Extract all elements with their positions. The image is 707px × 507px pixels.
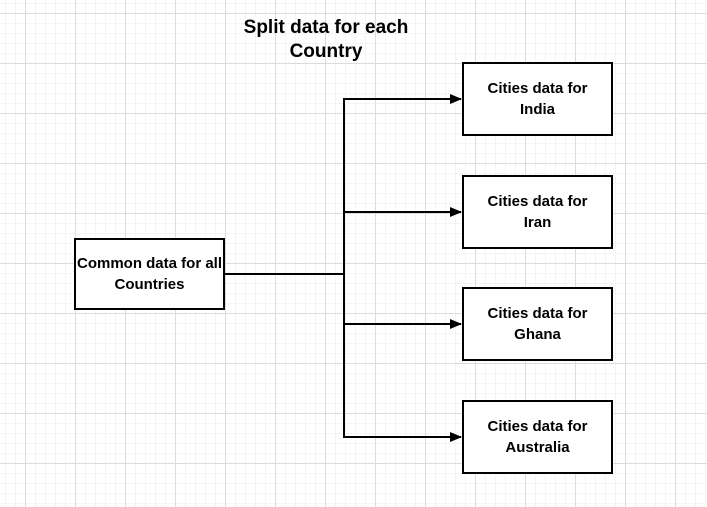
node-cities-india-label: Cities data for India bbox=[487, 80, 588, 118]
diagram-title[interactable]: Split data for each Country bbox=[243, 17, 409, 62]
node-cities-india[interactable]: Cities data for India bbox=[462, 62, 613, 136]
node-cities-ghana[interactable]: Cities data for Ghana bbox=[462, 287, 613, 361]
edge-common-australia[interactable] bbox=[225, 273, 462, 442]
node-common-data[interactable]: Common data for all Countries bbox=[74, 238, 225, 310]
node-cities-australia[interactable]: Cities data for Australia bbox=[462, 400, 613, 474]
node-cities-australia-label: Cities data for Australia bbox=[487, 418, 588, 456]
edge-common-iran[interactable] bbox=[225, 207, 462, 275]
node-cities-iran[interactable]: Cities data for Iran bbox=[462, 175, 613, 249]
node-common-data-label: Common data for all Countries bbox=[76, 255, 222, 293]
node-cities-iran-label: Cities data for Iran bbox=[487, 193, 588, 231]
node-cities-ghana-label: Cities data for Ghana bbox=[487, 305, 588, 343]
